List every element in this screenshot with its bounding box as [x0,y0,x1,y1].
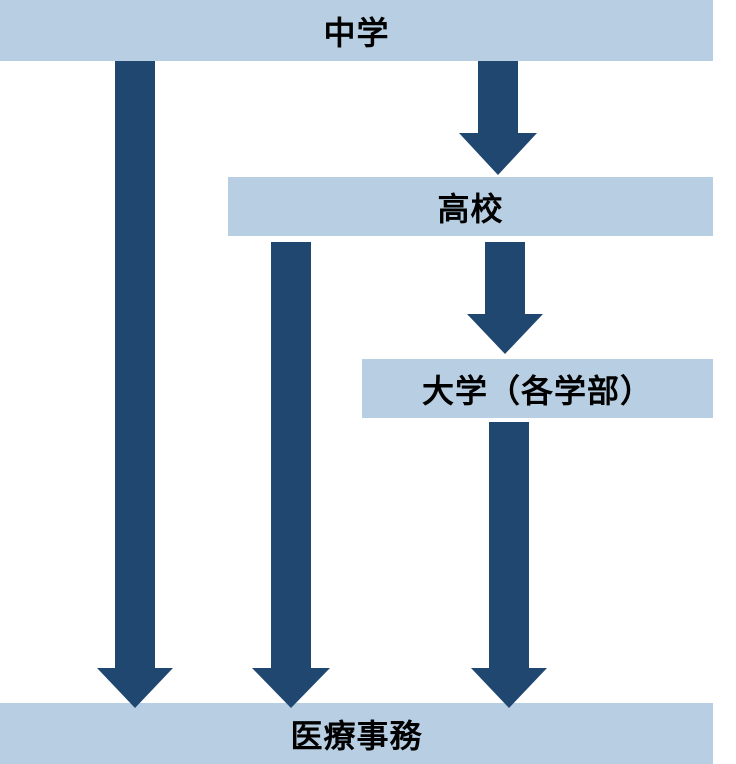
arrow-university-to-medical-office [471,422,547,708]
node-university-label: 大学（各学部） [421,371,653,410]
node-medical-office-label: 医療事務 [290,716,423,755]
node-university: 大学（各学部） [362,359,713,418]
arrow-high-school-to-university [467,242,543,354]
node-high-school: 高校 [228,177,713,236]
node-medical-office: 医療事務 [0,703,713,764]
node-high-school-label: 高校 [437,189,504,228]
arrow-high-school-to-medical-office [252,242,330,708]
arrow-junior-high-to-medical-office [97,61,173,708]
arrow-junior-high-to-high-school [459,61,537,175]
node-junior-high-label: 中学 [323,13,390,52]
node-junior-high: 中学 [0,0,713,61]
